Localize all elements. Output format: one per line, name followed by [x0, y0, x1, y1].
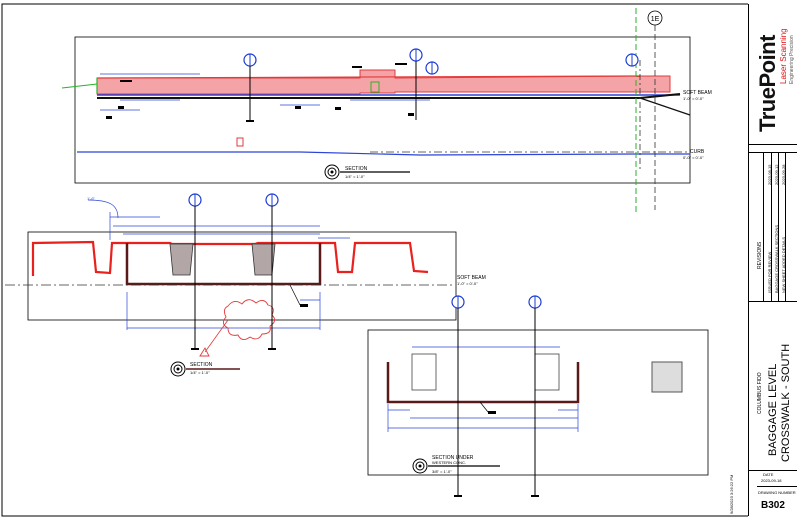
section-scale-bottom: 3/8" = 1'-0": [432, 469, 452, 474]
sheet-title-line-1: BAGGAGE LEVEL: [767, 363, 779, 456]
section-red-profile: [31, 240, 429, 276]
curb-label: CURB: [690, 149, 705, 155]
date-value: 2023-09-18: [761, 478, 782, 483]
curb-elev: 0'-0" = 0'-0": [683, 155, 704, 160]
grid-marker-1e: [647, 10, 663, 26]
soft-beam-label-top: SOFT BEAM: [683, 90, 712, 96]
section-marker: [451, 295, 465, 497]
section-title-symbol-left: [170, 361, 240, 377]
section-title-top: SECTION: [345, 166, 368, 172]
logo-main: TruePoint: [755, 35, 780, 132]
sheet-border: [1, 3, 748, 517]
logo: TruePoint: [755, 35, 781, 132]
section-scale-left: 1/4" = 1'-0": [190, 370, 210, 375]
section-scale-top: 1/4" = 1'-0": [345, 174, 365, 179]
section-view-left-frame: [27, 231, 457, 321]
date-label: DATE: [763, 472, 774, 477]
revisions-table: REVISIONS ISSUED FOR REVIEW 2023-08-15 B…: [749, 152, 797, 302]
grid-marker-label: 1E: [651, 16, 660, 23]
title-block: TruePoint Laser Scanning Engineering Pre…: [729, 4, 797, 516]
bottom-block: [534, 353, 560, 391]
logo-sub: Laser Scanning: [779, 28, 788, 84]
section-left-dimensions: [87, 199, 350, 330]
section-channel: [125, 243, 322, 286]
revision-cloud: [223, 299, 275, 340]
plan-view-frame: [74, 36, 691, 184]
section-marker: [425, 61, 439, 75]
drawing-canvas: 1E SOFT BEAM 1'-: [1, 3, 748, 517]
timestamp: 9/28/2023 3:26:22 PM: [729, 474, 734, 514]
sheet-title-line-2: CROSSWALK - SOUTH: [780, 343, 792, 462]
plan-tags: [106, 63, 414, 119]
section-block: [169, 243, 194, 276]
soft-beam-elev-left: 1'-0" = 0'-0": [457, 281, 478, 286]
section-marker: [188, 193, 202, 350]
section-marker: [243, 53, 257, 122]
plan-red-band: [96, 69, 671, 95]
bottom-dimensions: [387, 346, 579, 432]
section-marker: [625, 53, 639, 67]
plan-curb-line: [77, 151, 690, 156]
section-under-sub: WESTERN CONC.: [432, 460, 466, 465]
section-view-bottom-frame: [367, 329, 709, 476]
section-marker: [265, 193, 279, 350]
bottom-square: [651, 361, 683, 393]
section-title-symbol-top: [324, 164, 410, 180]
svg-text:1'-6": 1'-6": [87, 196, 96, 201]
bottom-channel: [386, 362, 580, 404]
plan-dimensions: [100, 73, 430, 111]
drawing-number: B302: [761, 500, 785, 511]
section-marker: [528, 295, 542, 497]
section-title-symbol-bottom: [412, 458, 500, 474]
section-marker: [409, 48, 423, 120]
section-under-title: SECTION UNDER: [432, 455, 474, 461]
section-title-left: SECTION: [190, 362, 213, 368]
soft-beam-label-left: SOFT BEAM: [457, 275, 486, 281]
bottom-block: [411, 353, 437, 391]
logo-tagline: Engineering Precision: [789, 35, 795, 84]
project-name: COLUMBUS FIDO: [757, 372, 763, 414]
drawing-number-label: DRAWING NUMBER: [758, 490, 796, 495]
soft-beam-elev-top: 1'-0" = 0'-0": [683, 96, 704, 101]
